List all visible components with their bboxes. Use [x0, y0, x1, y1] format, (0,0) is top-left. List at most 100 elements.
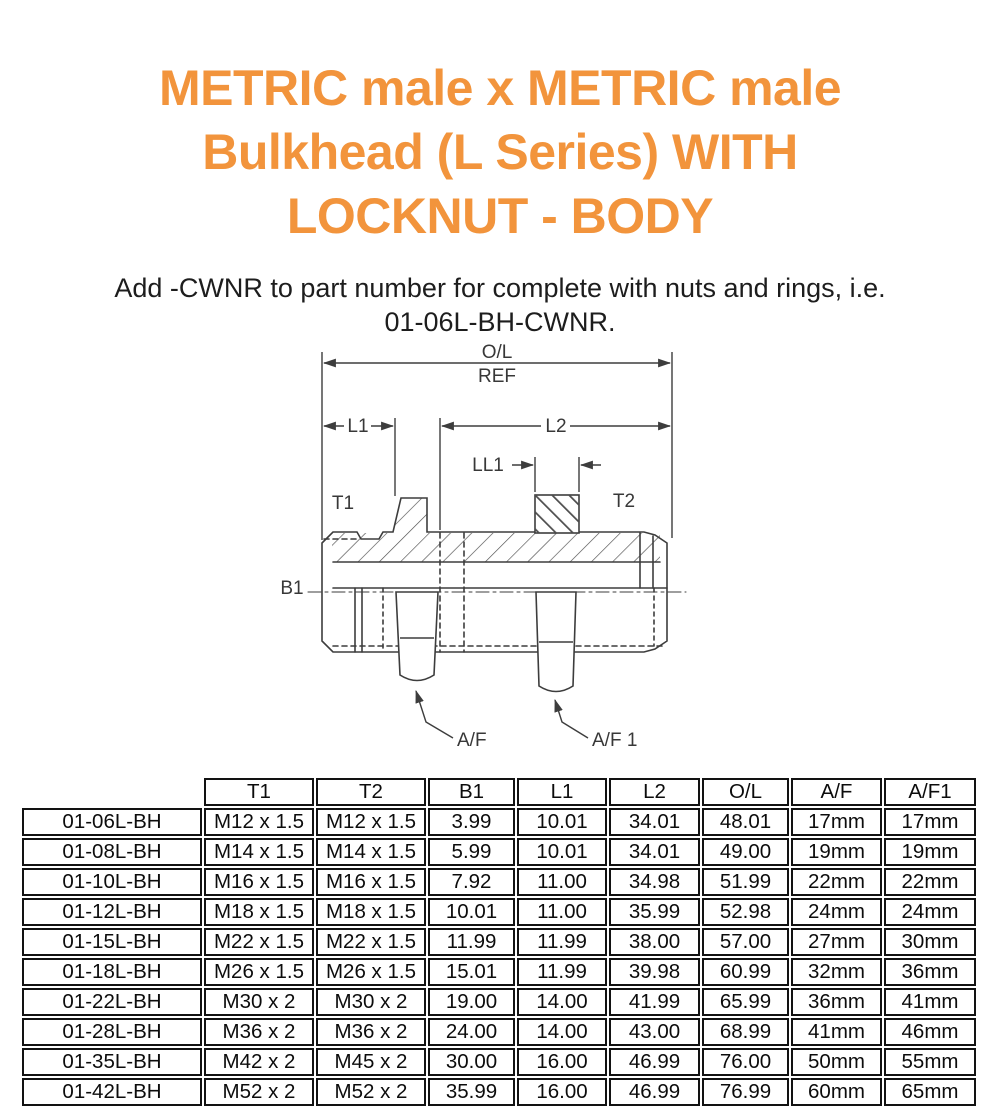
spec-cell: 43.00 [609, 1018, 700, 1046]
blank-header-cell [22, 778, 202, 806]
spec-cell: M14 x 1.5 [316, 838, 426, 866]
spec-cell: M12 x 1.5 [316, 808, 426, 836]
spec-cell: M45 x 2 [316, 1048, 426, 1076]
spec-cell: 35.99 [428, 1078, 515, 1106]
spec-cell: 11.00 [517, 898, 607, 926]
spec-cell: 3.99 [428, 808, 515, 836]
column-header: O/L [702, 778, 789, 806]
spec-cell: M12 x 1.5 [204, 808, 314, 836]
spec-cell: M26 x 1.5 [204, 958, 314, 986]
spec-cell: M52 x 2 [316, 1078, 426, 1106]
column-header: T2 [316, 778, 426, 806]
part-number-note: Add -CWNR to part number for complete wi… [0, 271, 1000, 339]
dim-label-ref: REF [478, 366, 516, 387]
spec-cell: 32mm [791, 958, 882, 986]
spec-cell: 49.00 [702, 838, 789, 866]
spec-cell: M30 x 2 [204, 988, 314, 1016]
page-title-line-1: METRIC male x METRIC male [158, 59, 842, 116]
dim-label-b1: B1 [280, 578, 303, 599]
spec-cell: 15.01 [428, 958, 515, 986]
spec-cell: 34.01 [609, 808, 700, 836]
spec-cell: 10.01 [428, 898, 515, 926]
spec-cell: 46.99 [609, 1048, 700, 1076]
spec-cell: 41mm [884, 988, 976, 1016]
column-header: L1 [517, 778, 607, 806]
spec-cell: 41mm [791, 1018, 882, 1046]
spec-cell: 19mm [791, 838, 882, 866]
part-number-cell: 01-10L-BH [22, 868, 202, 896]
spec-cell: 76.00 [702, 1048, 789, 1076]
column-header: T1 [204, 778, 314, 806]
dim-label-af1: A/F 1 [592, 730, 637, 751]
spec-cell: 14.00 [517, 1018, 607, 1046]
spec-cell: M36 x 2 [204, 1018, 314, 1046]
spec-cell: M16 x 1.5 [204, 868, 314, 896]
spec-cell: 46mm [884, 1018, 976, 1046]
spec-cell: 39.98 [609, 958, 700, 986]
spec-cell: 76.99 [702, 1078, 789, 1106]
spec-cell: 19.00 [428, 988, 515, 1016]
page-title: METRIC male x METRIC male Bulkhead (L Se… [0, 56, 1000, 248]
page-title-line-2: Bulkhead (L Series) WITH [202, 123, 798, 180]
spec-cell: 51.99 [702, 868, 789, 896]
spec-cell: 16.00 [517, 1048, 607, 1076]
spec-cell: M22 x 1.5 [204, 928, 314, 956]
part-number-note-line-1: Add -CWNR to part number for complete wi… [114, 273, 886, 303]
dim-label-l1: L1 [347, 416, 368, 437]
spec-cell: 36mm [791, 988, 882, 1016]
part-number-cell: 01-06L-BH [22, 808, 202, 836]
spec-cell: 50mm [791, 1048, 882, 1076]
spec-cell: M16 x 1.5 [316, 868, 426, 896]
spec-cell: 57.00 [702, 928, 789, 956]
technical-drawing: O/L REF L1 L2 LL1 T1 T2 B1 A/F A/F 1 [280, 342, 687, 751]
spec-cell: M18 x 1.5 [204, 898, 314, 926]
spec-cell: M14 x 1.5 [204, 838, 314, 866]
spec-cell: 30mm [884, 928, 976, 956]
dim-label-ll1: LL1 [472, 455, 504, 476]
dim-label-ol: O/L [482, 342, 513, 363]
locknut-section [534, 494, 580, 534]
spec-cell: 27mm [791, 928, 882, 956]
spec-cell: M36 x 2 [316, 1018, 426, 1046]
part-number-cell: 01-42L-BH [22, 1078, 202, 1106]
spec-cell: 11.00 [517, 868, 607, 896]
column-header: A/F [791, 778, 882, 806]
part-number-cell: 01-15L-BH [22, 928, 202, 956]
section-hatch [332, 498, 660, 562]
dim-label-l2: L2 [545, 416, 566, 437]
spec-cell: 60.99 [702, 958, 789, 986]
spec-cell: M22 x 1.5 [316, 928, 426, 956]
part-number-cell: 01-08L-BH [22, 838, 202, 866]
spec-cell: 11.99 [428, 928, 515, 956]
spec-cell: 60mm [791, 1078, 882, 1106]
spec-cell: M26 x 1.5 [316, 958, 426, 986]
spec-cell: 41.99 [609, 988, 700, 1016]
column-header: L2 [609, 778, 700, 806]
spec-cell: 10.01 [517, 808, 607, 836]
spec-cell: 52.98 [702, 898, 789, 926]
spec-cell: 22mm [884, 868, 976, 896]
spec-cell: 24mm [884, 898, 976, 926]
spec-cell: M30 x 2 [316, 988, 426, 1016]
dim-label-t2: T2 [613, 491, 635, 512]
spec-cell: 19mm [884, 838, 976, 866]
part-number-note-line-2: 01-06L-BH-CWNR. [384, 307, 616, 337]
spec-cell: M18 x 1.5 [316, 898, 426, 926]
spec-cell: 24mm [791, 898, 882, 926]
spec-cell: 30.00 [428, 1048, 515, 1076]
part-number-cell: 01-12L-BH [22, 898, 202, 926]
spec-cell: 22mm [791, 868, 882, 896]
part-number-cell: 01-22L-BH [22, 988, 202, 1016]
spec-cell: 68.99 [702, 1018, 789, 1046]
spec-cell: 24.00 [428, 1018, 515, 1046]
spec-cell: M52 x 2 [204, 1078, 314, 1106]
